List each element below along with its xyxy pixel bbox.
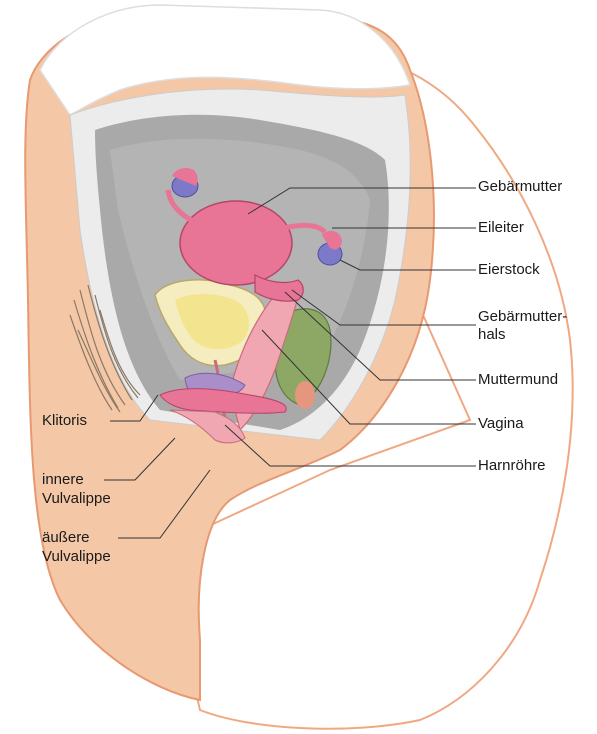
label-muttermund: Muttermund bbox=[478, 371, 558, 389]
label-gebaermutterhals-line1: Gebärmutter- bbox=[478, 308, 567, 326]
label-vagina: Vagina bbox=[478, 415, 524, 433]
uterus bbox=[180, 201, 292, 285]
label-eierstock: Eierstock bbox=[478, 261, 540, 279]
label-innere-line1: innere bbox=[42, 471, 84, 489]
label-aeussere-line1: äußere bbox=[42, 529, 90, 547]
label-aeussere-line2: Vulvalippe bbox=[42, 548, 111, 566]
label-gebaermutterhals-line2: hals bbox=[478, 326, 506, 344]
label-klitoris: Klitoris bbox=[42, 412, 87, 430]
label-harnroehre: Harnröhre bbox=[478, 457, 546, 475]
label-eileiter: Eileiter bbox=[478, 219, 524, 237]
anus bbox=[295, 381, 315, 409]
label-innere-line2: Vulvalippe bbox=[42, 490, 111, 508]
label-gebaermutter: Gebärmutter bbox=[478, 178, 562, 196]
